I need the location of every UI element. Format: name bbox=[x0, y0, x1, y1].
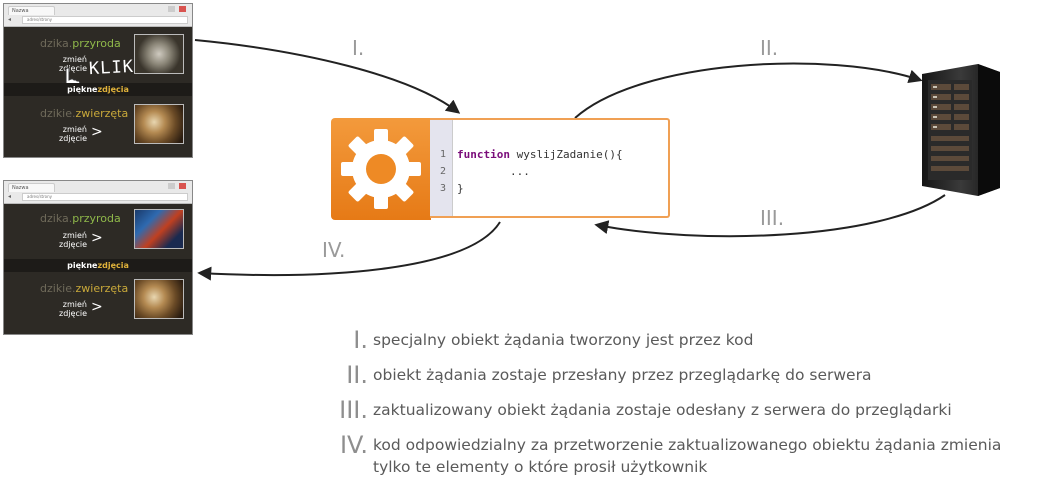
band: pięknezdjęcia bbox=[4, 259, 192, 272]
back-icon[interactable]: ◂ bbox=[8, 193, 12, 200]
legend-number: IV. bbox=[339, 431, 368, 459]
close-icon[interactable] bbox=[179, 183, 186, 189]
code-editor: 1 2 3 function wyslijZadanie(){ ... } bbox=[430, 118, 670, 218]
legend-number: II. bbox=[346, 361, 368, 389]
animals-thumbnail bbox=[134, 279, 184, 319]
code-line: function wyslijZadanie(){ bbox=[457, 148, 623, 161]
arrow-step1 bbox=[194, 39, 461, 114]
address-bar[interactable]: adres/strony bbox=[22, 193, 188, 201]
browser-chrome: Nazwa ◂ adres/strony bbox=[4, 4, 192, 27]
legend-text: zaktualizowany obiekt żądania zostaje od… bbox=[373, 401, 952, 419]
nature-thumbnail bbox=[134, 34, 184, 74]
back-icon[interactable]: ◂ bbox=[8, 16, 12, 23]
band: pięknezdjęcia bbox=[4, 83, 192, 96]
section-title-nature: dzika.przyroda bbox=[40, 37, 121, 50]
band-text: pięknezdjęcia bbox=[67, 85, 129, 94]
legend-text: kod odpowiedzialny za przetworzenie zakt… bbox=[373, 436, 1002, 454]
arrow-step4 bbox=[197, 221, 501, 281]
browser-chrome: Nazwa ◂ adres/strony bbox=[4, 181, 192, 204]
legend-number: III. bbox=[339, 396, 368, 424]
change-photo-button-2[interactable]: zmień zdjęcie > bbox=[59, 299, 103, 318]
section-title-animals: dzikie.zwierzęta bbox=[40, 282, 129, 295]
chevron-right-icon: > bbox=[91, 124, 103, 140]
code-line: } bbox=[457, 182, 464, 195]
legend-text-continued: tylko te elementy o które prosił użytkow… bbox=[373, 458, 708, 476]
gear-icon bbox=[341, 129, 421, 209]
nature-thumbnail bbox=[134, 209, 184, 249]
step-label-2: II. bbox=[760, 36, 779, 60]
arrow-step2 bbox=[574, 62, 923, 119]
code-line: ... bbox=[457, 165, 530, 178]
browser-window-after: Nazwa ◂ adres/strony dzika.przyroda zmie… bbox=[3, 180, 193, 335]
animals-thumbnail bbox=[134, 104, 184, 144]
change-photo-button-1[interactable]: zmień zdjęcie > bbox=[59, 230, 103, 249]
close-icon[interactable] bbox=[179, 6, 186, 12]
chevron-right-icon: > bbox=[91, 299, 103, 315]
change-photo-button-1[interactable]: zmień zdjęcie bbox=[59, 55, 87, 73]
browser-tab[interactable]: Nazwa bbox=[8, 6, 55, 15]
step-label-1: I. bbox=[352, 36, 365, 60]
server-icon bbox=[922, 64, 1000, 196]
browser-window-before: Nazwa ◂ adres/strony dzika.przyroda zmie… bbox=[3, 3, 193, 158]
script-engine-box bbox=[331, 118, 431, 220]
legend-number: I. bbox=[353, 326, 368, 354]
step-label-3: III. bbox=[760, 206, 785, 230]
line-number: 1 bbox=[440, 149, 447, 160]
legend-text: specjalny obiekt żądania tworzony jest p… bbox=[373, 331, 754, 349]
band-text: pięknezdjęcia bbox=[67, 261, 129, 270]
line-number: 3 bbox=[440, 183, 447, 194]
address-bar[interactable]: adres/strony bbox=[22, 16, 188, 24]
line-gutter bbox=[430, 120, 453, 216]
minimize-icon[interactable] bbox=[168, 183, 175, 189]
step-label-4: IV. bbox=[322, 238, 346, 262]
section-title-animals: dzikie.zwierzęta bbox=[40, 107, 129, 120]
chevron-right-icon: > bbox=[91, 230, 103, 246]
minimize-icon[interactable] bbox=[168, 6, 175, 12]
browser-tab[interactable]: Nazwa bbox=[8, 183, 55, 192]
section-title-nature: dzika.przyroda bbox=[40, 212, 121, 225]
change-photo-button-2[interactable]: zmień zdjęcie > bbox=[59, 124, 103, 143]
legend-text: obiekt żądania zostaje przesłany przez p… bbox=[373, 366, 872, 384]
arrow-step3 bbox=[594, 194, 946, 238]
line-number: 2 bbox=[440, 166, 447, 177]
click-label: KLIK bbox=[88, 56, 135, 80]
